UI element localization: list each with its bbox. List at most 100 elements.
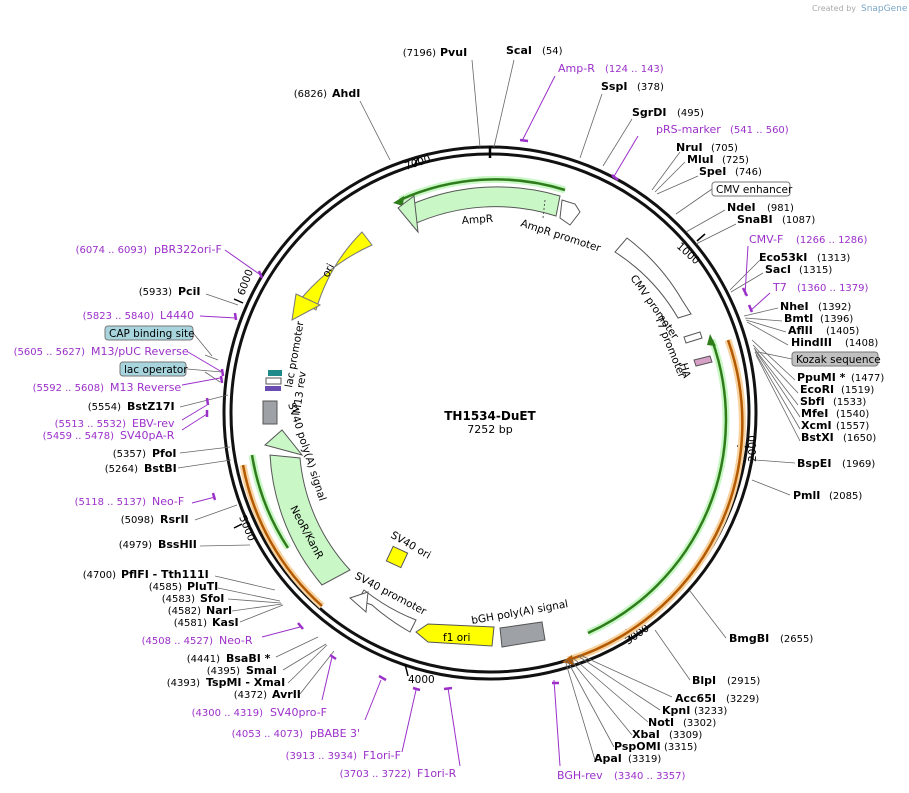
- sv40-promoter-arrowhead: [349, 591, 369, 614]
- site-pcii: PciI: [178, 285, 200, 298]
- site-xcmi-pos: (1557): [836, 421, 869, 432]
- site-rsrii-pos: (5098): [121, 515, 154, 526]
- site-snabi-pos: (1087): [782, 215, 815, 226]
- site-blpi: BlpI: [692, 674, 716, 687]
- site-bmgbi-pos: (2655): [780, 634, 813, 645]
- bgh-polya-label: bGH poly(A) signal: [470, 598, 569, 627]
- primer-f1ori-f-range: (3913 .. 3934): [286, 751, 358, 762]
- site-pspomi: PspOMI: [614, 740, 661, 753]
- tick-4000-mark: [404, 663, 409, 677]
- lac-operator-box: [119, 361, 187, 377]
- ampr-arrowhead: [397, 195, 419, 234]
- cmv-enhancer-label: CMV enhancer: [716, 184, 793, 196]
- primer-pbabe3: pBABE 3': [310, 727, 360, 740]
- site-mfei-pos: (1540): [836, 409, 869, 420]
- orf1-line: [587, 339, 728, 635]
- neo-orf-line: [250, 454, 290, 549]
- site-apai-pos: (3319): [628, 754, 661, 765]
- site-nrui: NruI: [676, 141, 703, 154]
- site-smai: SmaI: [246, 664, 277, 677]
- site-sgrdi-pos: (495): [677, 108, 704, 119]
- site-avrii: AvrII: [272, 688, 301, 701]
- site-bsshii-pos: (4979): [119, 540, 152, 551]
- site-pluti-pos: (4585): [149, 582, 182, 593]
- site-kpni: KpnI: [662, 704, 690, 717]
- primer-amp-r: Amp-R: [558, 62, 595, 75]
- site-scai: ScaI: [506, 44, 532, 57]
- primer-f1ori-r: F1ori-R: [417, 767, 457, 780]
- tick-7000-mark: [413, 157, 419, 167]
- neo-orf2-line: [241, 464, 323, 607]
- neor-feature: [269, 454, 351, 586]
- tick-2000: 2000: [747, 435, 759, 462]
- site-ahdi-pos: (6826): [294, 89, 327, 100]
- site-pmli-pos: (2085): [829, 491, 862, 502]
- primer-f1ori-f: F1ori-F: [363, 749, 401, 762]
- site-bstxi-pos: (1650): [843, 433, 876, 444]
- primer-l4440: L4440: [160, 309, 194, 322]
- orf2-arrowhead: [562, 655, 574, 665]
- neor-arrowhead: [263, 429, 304, 456]
- credit-brand: SnapGene: [861, 4, 908, 14]
- box-leaders: [186, 188, 793, 373]
- site-smai-pos: (4395): [207, 666, 240, 677]
- site-bstbi: BstBI: [144, 462, 177, 475]
- site-saci-pos: (1315): [799, 265, 832, 276]
- site-sbfi: SbfI: [800, 395, 825, 408]
- site-bmti-pos: (1396): [820, 314, 853, 325]
- primer-m13puc-reverse: M13/pUC Reverse: [91, 345, 189, 358]
- site-snabi: SnaBI: [737, 213, 773, 226]
- site-ndei-pos: (981): [767, 203, 794, 214]
- bgh-polya-feature: [499, 621, 546, 648]
- site-mlui: MluI: [687, 153, 714, 166]
- t7-promoter-feature: [683, 331, 703, 344]
- primer-amp-r-range: (124 .. 143): [605, 64, 664, 75]
- site-pfoi: PfoI: [152, 447, 177, 460]
- primer-neo-f: Neo-F: [152, 495, 184, 508]
- site-pcii-pos: (5933): [139, 287, 172, 298]
- site-aflii: AflII: [788, 324, 813, 337]
- ampr-promoter-feature: [559, 199, 581, 226]
- primer-m13-reverse-range: (5592 .. 5608): [33, 383, 105, 394]
- site-nari-pos: (4582): [168, 606, 201, 617]
- site-saci: SacI: [765, 263, 791, 276]
- site-spei-pos: (746): [735, 167, 762, 178]
- site-avrii-pos: (4372): [234, 690, 267, 701]
- lac-operator-label: lac operator: [124, 364, 188, 376]
- site-nrui-pos: (705): [711, 143, 738, 154]
- ampr-label: AmpR: [461, 213, 493, 227]
- cap-binding-label: CAP binding site: [109, 328, 195, 340]
- tick-6000-mark: [233, 298, 244, 304]
- orf1-arrow-start: [707, 334, 716, 346]
- site-xcmi: XcmI: [801, 419, 832, 432]
- site-xbai-pos: (3309): [669, 730, 702, 741]
- site-bmgbi: BmgBI: [729, 632, 769, 645]
- site-scai-pos: (54): [542, 46, 563, 57]
- site-blpi-pos: (2915): [727, 676, 760, 687]
- plasmid-length: 7252 bp: [467, 423, 512, 436]
- primer-l4440-range: (5823 .. 5840): [83, 311, 155, 322]
- site-ppumi: PpuMI *: [797, 371, 846, 384]
- cap-binding-box: [104, 325, 194, 341]
- site-kasi-pos: (4581): [174, 618, 207, 629]
- site-mlui-pos: (725): [722, 155, 749, 166]
- orf2-line: [567, 339, 744, 662]
- primer-pbabe3-range: (4053 .. 4073): [232, 729, 304, 740]
- site-noti-pos: (3302): [683, 718, 716, 729]
- cmv-enhancer-box: [711, 181, 791, 197]
- kozak-label: Kozak sequence: [796, 354, 881, 366]
- site-bstz17i: BstZ17I: [127, 400, 175, 413]
- primer-t7-range: (1360 .. 1379): [797, 283, 869, 294]
- primer-cmv-f-range: (1266 .. 1286): [796, 235, 868, 246]
- ha-feature: [693, 355, 713, 367]
- site-bspei-pos: (1969): [842, 459, 875, 470]
- site-spei: SpeI: [699, 165, 726, 178]
- site-nhei: NheI: [780, 300, 809, 313]
- primer-pbr322ori-f: pBR322ori-F: [154, 243, 222, 256]
- site-hindiii: HindIII: [791, 336, 832, 349]
- primer-neo-r: Neo-R: [219, 634, 253, 647]
- site-pflfi: PflFI - Tth111I: [121, 568, 209, 581]
- site-leaders: [177, 59, 801, 761]
- site-acc65i: Acc65I: [675, 692, 716, 705]
